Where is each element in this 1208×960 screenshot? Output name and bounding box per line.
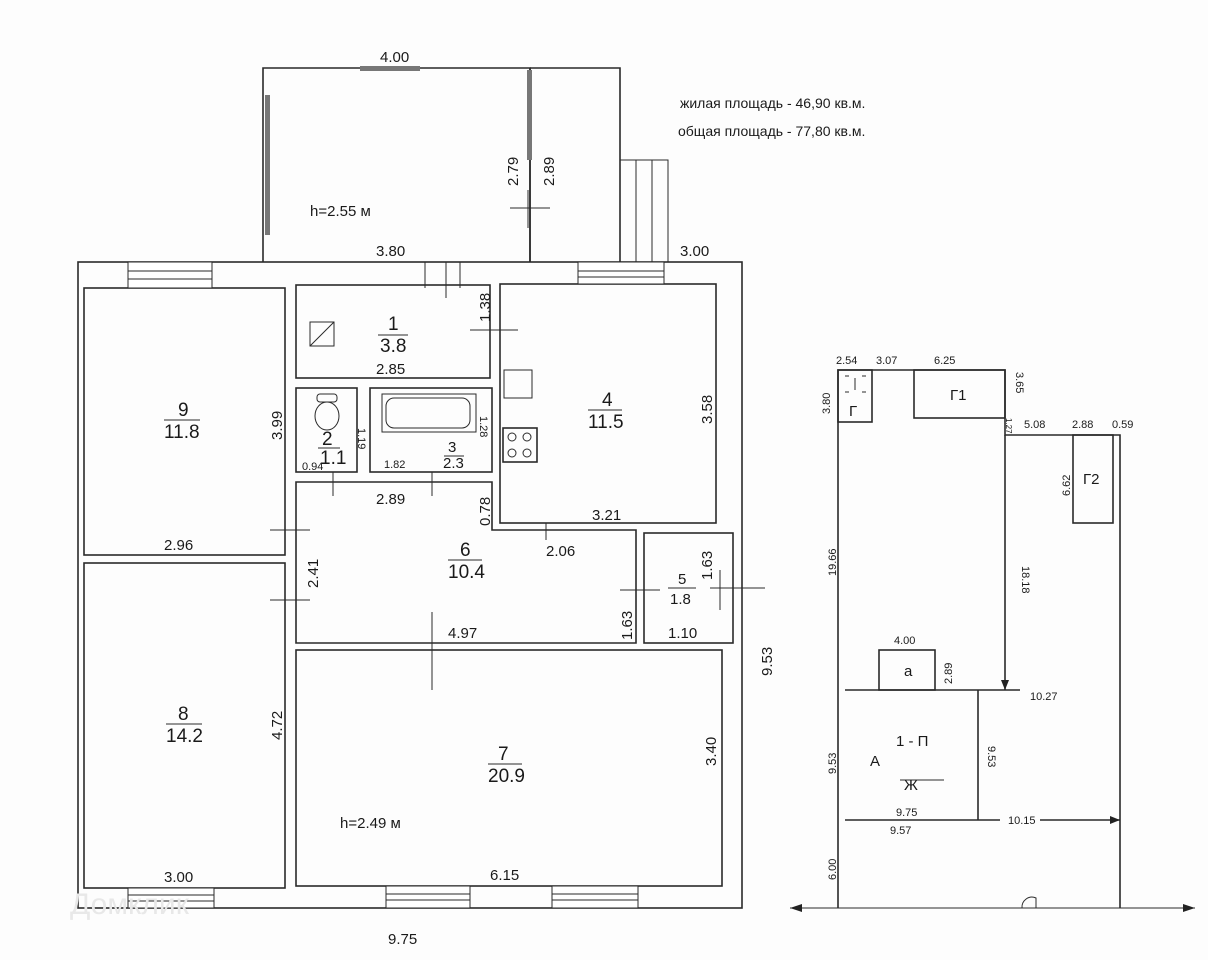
room-2-number: 2 xyxy=(322,429,333,450)
dim-label: 3.40 xyxy=(703,737,720,766)
annex-a-label: а xyxy=(904,663,913,680)
site-dim: 3.07 xyxy=(876,355,897,367)
garage-g1-label: Г1 xyxy=(950,387,966,404)
dim-label: 3.99 xyxy=(269,411,286,440)
site-dim: 2.54 xyxy=(836,355,857,367)
dim-label: 1.63 xyxy=(619,611,636,640)
dim-label: 0.78 xyxy=(477,497,494,526)
site-dim: 2.89 xyxy=(943,663,955,684)
dim-label: 3.80 xyxy=(376,243,405,260)
house-purpose: Ж xyxy=(904,777,918,794)
house-walls xyxy=(77,261,765,909)
room-3-area: 2.3 xyxy=(443,455,464,472)
site-dim: 0.59 xyxy=(1112,419,1133,431)
dim-label: 1.19 xyxy=(355,428,367,449)
room-8-area: 14.2 xyxy=(166,726,203,747)
site-dim: 6.62 xyxy=(1061,475,1073,496)
veranda-width-label: 4.00 xyxy=(380,49,409,66)
site-dim: 3.65 xyxy=(1013,372,1025,393)
room-1-number: 1 xyxy=(388,314,399,335)
dim-label: 1.38 xyxy=(477,293,494,322)
watermark: Домклик xyxy=(70,888,190,921)
site-dim: 9.57 xyxy=(890,825,911,837)
site-dim: 10.15 xyxy=(1008,815,1036,827)
site-dim: 9.53 xyxy=(985,746,997,767)
dim-label: 2.79 xyxy=(505,157,522,186)
garage-g-label: Г xyxy=(849,403,857,420)
site-dim: 19.66 xyxy=(827,548,839,576)
dim-label: 2.41 xyxy=(305,559,322,588)
dim-label: 4.97 xyxy=(448,625,477,642)
dim-label: 3.21 xyxy=(592,507,621,524)
room-4-area: 11.5 xyxy=(588,412,624,433)
room-7-number: 7 xyxy=(498,744,509,765)
site-dim: 9.75 xyxy=(896,807,917,819)
dim-label: 3.58 xyxy=(699,395,716,424)
dim-label: 1.63 xyxy=(699,551,716,580)
house-floors-material: 1 - П xyxy=(896,733,928,750)
room-7-area: 20.9 xyxy=(488,766,525,787)
room-4-number: 4 xyxy=(602,390,613,411)
room-2-area: 1.1 xyxy=(320,448,346,469)
dim-label: 2.89 xyxy=(376,491,405,508)
total-area-note: общая площадь - 77,80 кв.м. xyxy=(678,123,865,139)
dim-label: 3.00 xyxy=(164,869,193,886)
overall-width-label: 9.75 xyxy=(388,931,417,948)
site-dim: 2.88 xyxy=(1072,419,1093,431)
dim-label: 2.96 xyxy=(164,537,193,554)
site-dim: 1.27 xyxy=(1004,418,1013,434)
site-dim: 3.80 xyxy=(821,393,833,414)
overall-depth-label: 9.53 xyxy=(759,647,776,676)
dim-label: 1.10 xyxy=(668,625,697,642)
room-1-area: 3.8 xyxy=(380,336,406,357)
house-letter: А xyxy=(870,753,880,770)
site-dim: 6.25 xyxy=(934,355,955,367)
dim-label: 3.00 xyxy=(680,243,709,260)
room-8-number: 8 xyxy=(178,704,189,725)
site-dim: 9.53 xyxy=(827,753,839,774)
site-dim: 5.08 xyxy=(1024,419,1045,431)
dim-label: 6.15 xyxy=(490,867,519,884)
dim-label: 0.94 xyxy=(302,461,323,473)
living-area-note: жилая площадь - 46,90 кв.м. xyxy=(680,95,865,111)
room-9-area: 11.8 xyxy=(164,422,200,443)
room-6-area: 10.4 xyxy=(448,562,485,583)
dim-label: 4.72 xyxy=(269,711,286,740)
room-6-number: 6 xyxy=(460,540,471,561)
room-7-height-label: h=2.49 м xyxy=(340,815,401,832)
room-9-number: 9 xyxy=(178,400,189,421)
dim-label: 2.06 xyxy=(546,543,575,560)
veranda-height-label: h=2.55 м xyxy=(310,203,371,220)
dim-label: 1.82 xyxy=(384,459,405,471)
garage-g2-label: Г2 xyxy=(1083,471,1099,488)
site-dim: 6.00 xyxy=(827,859,839,880)
dim-label: 2.85 xyxy=(376,361,405,378)
dim-label: 1.28 xyxy=(477,416,489,437)
site-plan xyxy=(790,369,1195,912)
room-5-area: 1.8 xyxy=(670,591,691,608)
site-dim: 10.27 xyxy=(1030,691,1058,703)
veranda xyxy=(262,66,669,262)
dim-label: 2.89 xyxy=(541,157,558,186)
site-dim: 18.18 xyxy=(1019,566,1031,594)
room-5-number: 5 xyxy=(678,571,686,588)
site-dim: 4.00 xyxy=(894,635,915,647)
room-3-number: 3 xyxy=(448,439,456,456)
